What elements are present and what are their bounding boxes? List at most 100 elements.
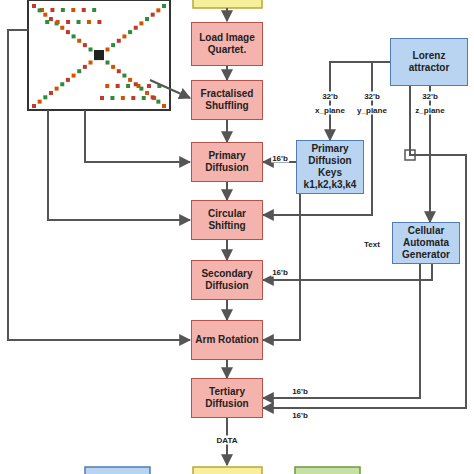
node-text: Load Image Quartet.	[194, 32, 260, 56]
pattern-cell	[77, 39, 81, 43]
pattern-cell	[89, 61, 93, 65]
pattern-cell	[66, 78, 70, 82]
pattern-cell	[77, 20, 81, 24]
pattern-cell	[111, 43, 115, 47]
process-box: Tertiary Diffusion	[191, 378, 263, 418]
pattern-cell	[105, 61, 109, 65]
text-stack: Arm Rotation	[195, 334, 258, 346]
signal-name: y_plane	[356, 106, 388, 115]
source-box: Primary Diffusion Keys k1,k2,k3,k4	[296, 140, 364, 194]
pattern-cell	[105, 84, 109, 88]
pattern-cell	[60, 26, 64, 30]
connector	[263, 62, 390, 215]
process-box: Fractalised Shuffling	[191, 80, 263, 120]
bottom-box	[295, 467, 360, 474]
decoration	[8, 0, 415, 474]
pattern-cell	[139, 21, 143, 25]
pattern-cell	[147, 84, 151, 88]
pattern-cell	[110, 96, 114, 100]
fractal-pattern	[32, 4, 166, 108]
pattern-cell	[66, 20, 70, 24]
pattern-cell	[66, 30, 70, 34]
pattern-cell	[43, 13, 47, 17]
pattern-cell	[145, 91, 149, 95]
edge-label: 16'b	[291, 387, 309, 396]
pattern-cell	[97, 20, 101, 24]
pattern-cell	[61, 8, 65, 12]
pattern-cell	[134, 26, 138, 30]
connector	[226, 240, 228, 260]
signal-name: DATA	[215, 436, 238, 445]
connector	[226, 360, 228, 378]
edge-label: 16'b	[271, 154, 289, 163]
signal-name: x_plane	[314, 106, 346, 115]
connector	[263, 194, 300, 340]
node-text: Cellular Automata Generator	[395, 225, 457, 261]
connector	[226, 182, 228, 200]
pattern-cell	[60, 82, 64, 86]
pattern-cell	[121, 96, 125, 100]
pattern-cell	[89, 47, 93, 51]
pattern-cell	[77, 69, 81, 73]
source-box: Lorenz attractor	[390, 38, 468, 86]
node-text: Lorenz attractor	[393, 50, 465, 74]
text-stack: Primary Diffusion	[194, 150, 260, 174]
wire	[150, 80, 190, 98]
process-box: Primary Diffusion	[191, 142, 263, 182]
pattern-cell	[72, 34, 76, 38]
pattern-cell	[116, 84, 120, 88]
pattern-cell	[105, 47, 109, 51]
pattern-cell	[83, 65, 87, 69]
bottom-box	[85, 467, 150, 474]
node-text: Primary Diffusion Keys k1,k2,k3,k4	[299, 143, 361, 191]
connector	[226, 120, 228, 142]
node-text: Primary Diffusion	[194, 150, 260, 174]
bottom-box	[193, 467, 262, 474]
pattern-cell	[162, 4, 166, 8]
text-stack: Circular Shifting	[194, 208, 260, 232]
signal-name: z_plane	[414, 106, 445, 115]
process-box: Secondary Diffusion	[191, 260, 263, 300]
connector	[263, 86, 466, 408]
pattern-cell	[122, 74, 126, 78]
pattern-cell	[100, 96, 104, 100]
pattern-cell	[117, 39, 121, 43]
pattern-cell	[56, 20, 60, 24]
process-box: Load Image Quartet.	[191, 22, 263, 66]
pattern-cell	[111, 65, 115, 69]
text-stack: Cellular Automata Generator	[395, 225, 457, 261]
pattern-cell	[43, 95, 47, 99]
connector	[330, 62, 390, 140]
pattern-cell	[145, 17, 149, 21]
edge-label: 16'b	[291, 411, 309, 420]
connector	[226, 66, 228, 80]
text-stack: Primary Diffusion Keys k1,k2,k3,k4	[299, 143, 361, 191]
top-box	[193, 0, 262, 8]
wire	[85, 110, 190, 162]
pattern-cell	[134, 82, 138, 86]
pattern-cell	[55, 87, 59, 91]
node-text: Secondary Diffusion	[194, 268, 260, 292]
text-stack: Fractalised Shuffling	[194, 88, 260, 112]
note: Text	[363, 240, 381, 249]
pattern-cell	[72, 74, 76, 78]
wire	[48, 110, 190, 220]
pattern-cell	[128, 78, 132, 82]
pattern-cell	[156, 100, 160, 104]
bit-width: 32'b	[321, 92, 339, 101]
pattern-cell	[82, 8, 86, 12]
source-box: Cellular Automata Generator	[392, 222, 460, 264]
text-stack: Lorenz attractor	[393, 50, 465, 74]
node-text: Arm Rotation	[195, 334, 258, 346]
pattern-cell	[151, 95, 155, 99]
pattern-cell	[45, 20, 49, 24]
pattern-cell	[49, 91, 53, 95]
pattern-cell	[122, 34, 126, 38]
pattern-cell	[87, 20, 91, 24]
pattern-cell	[38, 8, 42, 12]
text-stack: Secondary Diffusion	[194, 268, 260, 292]
pattern-cell	[139, 87, 143, 91]
bit-width: 32'b	[421, 92, 439, 101]
bit-width: 32'b	[363, 92, 381, 101]
